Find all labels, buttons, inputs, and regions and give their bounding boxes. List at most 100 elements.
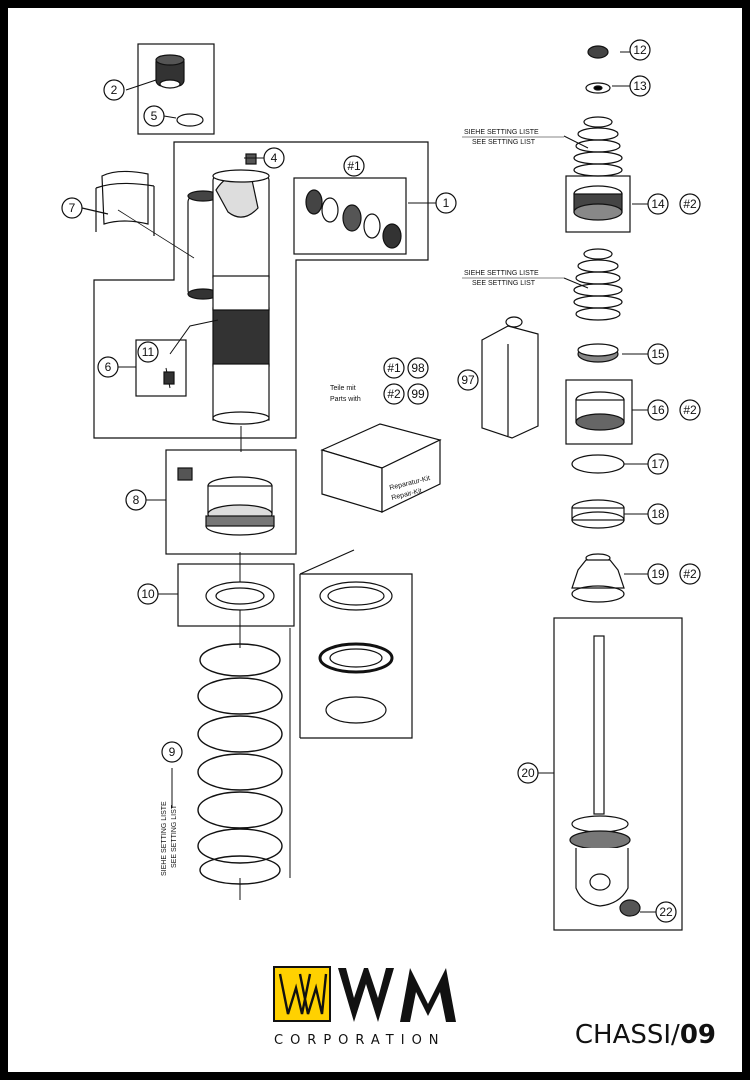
kit-marker-circle xyxy=(679,399,701,421)
callout-label-20: 20 xyxy=(521,766,535,780)
footer-section: CHASSI/ xyxy=(574,1020,680,1050)
callout-label-19: 19 xyxy=(651,567,665,581)
callout-label-15: 15 xyxy=(651,347,665,361)
kit-marker-circle xyxy=(383,357,405,379)
reservoir-cap-part xyxy=(155,54,185,89)
callout-circle-4 xyxy=(263,147,285,169)
kit-marker-label: #2 xyxy=(683,567,697,581)
callout-label-98: 98 xyxy=(411,361,425,375)
callout-circle-18 xyxy=(647,503,669,525)
sleeve-part xyxy=(95,182,155,236)
setting-note-de-2: SIEHE SETTING LISTE xyxy=(464,270,539,277)
callout-circle-19 xyxy=(647,563,669,585)
callout-label-10: 10 xyxy=(141,587,155,601)
group-box-shock-body xyxy=(93,141,429,439)
inset-box-seal-head xyxy=(565,379,633,445)
callout-circle-98 xyxy=(407,357,429,379)
callout-label-2: 2 xyxy=(111,83,118,97)
callout-circle-6 xyxy=(97,356,119,378)
callout-label-5: 5 xyxy=(151,109,158,123)
setting-note-de-1: SIEHE SETTING LISTE xyxy=(464,129,539,136)
callout-label-14: 14 xyxy=(651,197,665,211)
callout-label-9: 9 xyxy=(169,745,176,759)
callout-label-4: 4 xyxy=(271,151,278,165)
inset-box-shaft xyxy=(553,617,683,931)
inset-box-piston xyxy=(565,175,631,233)
callout-label-17: 17 xyxy=(651,457,665,471)
callout-circle-10 xyxy=(137,583,159,605)
shim-stack-top xyxy=(573,116,623,177)
callout-circle-17 xyxy=(647,453,669,475)
exploded-view-diagram: Reparatur-Kit Repair-Kit xyxy=(61,39,701,1048)
setting-note-en-1: SEE SETTING LIST xyxy=(472,139,536,146)
callout-label-97: 97 xyxy=(461,373,475,387)
shaft-eye-part xyxy=(569,635,641,917)
callout-label-16: 16 xyxy=(651,403,665,417)
inset-box-valve xyxy=(135,339,187,397)
callout-circle-16 xyxy=(647,399,669,421)
callout-circle-13 xyxy=(629,75,651,97)
logo-corporation-text: CORPORATION xyxy=(274,1033,446,1048)
oil-can-part xyxy=(481,316,539,439)
setting-note-de-3: SIEHE SETTING LISTE xyxy=(161,801,168,876)
valve-part xyxy=(163,371,175,385)
bump-stop-part xyxy=(571,553,625,603)
inset-box-collar xyxy=(165,449,297,555)
inset-box-reservoir-cap xyxy=(137,43,215,135)
kit-marker-circle xyxy=(343,155,365,177)
kit-marker-circle xyxy=(383,383,405,405)
nut-part xyxy=(585,45,611,94)
kit-marker-label: #2 xyxy=(387,387,401,401)
callout-label-1: 1 xyxy=(443,196,450,210)
piston-part xyxy=(573,185,623,221)
piston-parts xyxy=(305,189,402,249)
callout-circle-99 xyxy=(407,383,429,405)
setting-note-en-2: SEE SETTING LIST xyxy=(472,280,536,287)
kit-marker-circle xyxy=(679,193,701,215)
footer-page-number: 09 xyxy=(679,1020,716,1050)
callout-circle-22 xyxy=(655,901,677,923)
page-footer: CHASSI/09 xyxy=(575,1020,716,1050)
callout-circle-20 xyxy=(517,762,539,784)
kit-marker-label: #1 xyxy=(387,361,401,375)
kit-marker-label: #1 xyxy=(347,159,361,173)
washer-15-part xyxy=(577,343,619,363)
parts-note-de: Teile mit xyxy=(330,385,356,392)
diagram-page: Reparatur-Kit Repair-Kit xyxy=(8,8,742,1072)
inset-box-spring-seats xyxy=(299,549,413,739)
inset-box-spring-seat xyxy=(177,563,295,627)
callout-circle-2 xyxy=(103,79,125,101)
callout-circle-1 xyxy=(435,192,457,214)
callout-circle-11 xyxy=(137,341,159,363)
callout-circle-15 xyxy=(647,343,669,365)
callout-circle-97 xyxy=(457,369,479,391)
o-ring-part xyxy=(176,113,204,127)
callout-label-6: 6 xyxy=(105,360,112,374)
callout-group: 12457611810912131415161718192022979899#1… xyxy=(61,39,701,923)
preload-collar-part xyxy=(177,467,275,536)
callout-label-22: 22 xyxy=(659,905,673,919)
kit-marker-circle xyxy=(679,563,701,585)
callout-circle-14 xyxy=(647,193,669,215)
leader-lines xyxy=(118,51,656,913)
callout-circle-5 xyxy=(143,105,165,127)
parts-note-en: Parts with xyxy=(330,396,361,403)
shim-stack-bottom xyxy=(573,248,623,321)
circlip-part xyxy=(571,454,625,474)
repair-kit-box xyxy=(320,423,442,513)
inset-box-kit-1 xyxy=(293,177,407,255)
callout-label-8: 8 xyxy=(133,493,140,507)
callout-circle-8 xyxy=(125,489,147,511)
bushing-18-part xyxy=(571,499,625,529)
callout-label-18: 18 xyxy=(651,507,665,521)
shock-body-part xyxy=(101,153,270,425)
callout-label-13: 13 xyxy=(633,79,647,93)
wm-logo: CORPORATION xyxy=(273,966,456,1048)
callout-label-11: 11 xyxy=(142,345,155,359)
callout-circle-12 xyxy=(629,39,651,61)
callout-label-99: 99 xyxy=(411,387,425,401)
callout-label-12: 12 xyxy=(633,43,647,57)
coil-spring-part xyxy=(197,643,283,885)
callout-circle-9 xyxy=(161,741,183,763)
kit-marker-label: #2 xyxy=(683,403,697,417)
